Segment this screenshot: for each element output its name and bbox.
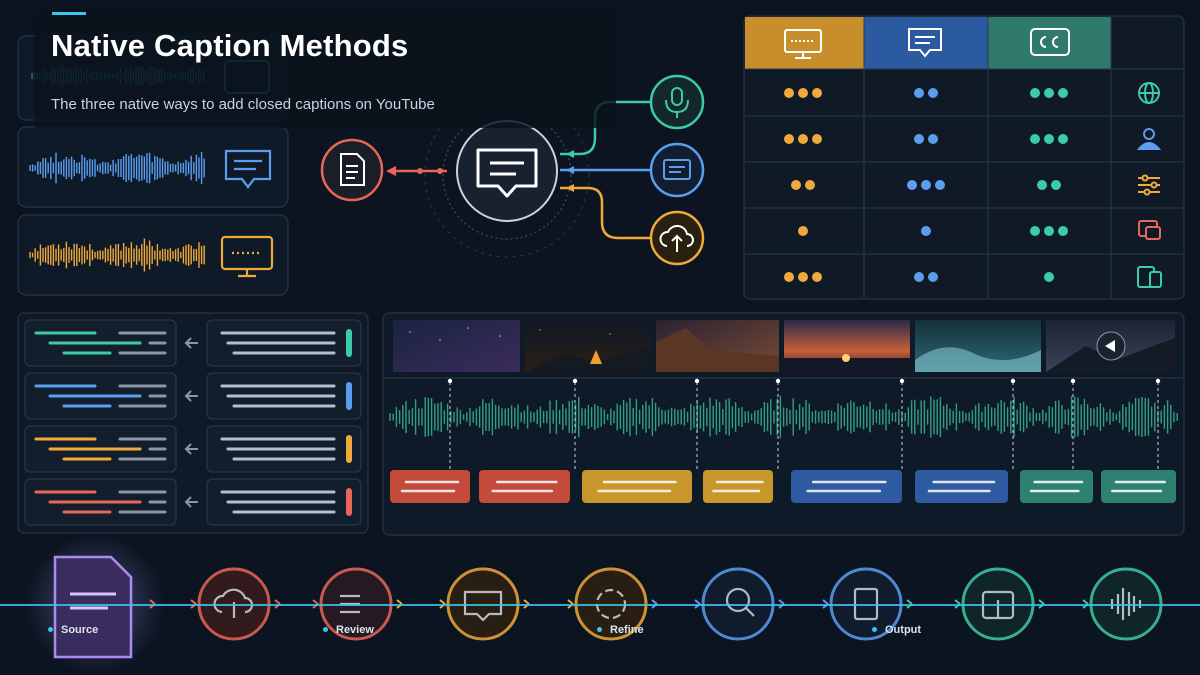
monitor-caption-icon — [784, 29, 822, 59]
title-card: Native Caption Methods The three native … — [34, 10, 616, 128]
waveform-panel-orange — [17, 214, 289, 296]
rating-dot — [784, 272, 794, 282]
chat-caption-icon — [224, 149, 272, 189]
rating-dot — [1044, 272, 1054, 282]
waveform-panel-blue — [17, 126, 289, 208]
rating-dot — [1037, 180, 1047, 190]
rating-dot — [791, 180, 801, 190]
rating-dot — [1044, 88, 1054, 98]
rating-dot — [1044, 226, 1054, 236]
cc-icon — [1030, 28, 1070, 56]
caption-segment — [703, 470, 773, 503]
rating-dot — [935, 180, 945, 190]
globe-icon — [1138, 82, 1160, 104]
rating-dot — [798, 226, 808, 236]
rating-dot — [914, 272, 924, 282]
rating-dot — [798, 272, 808, 282]
caption-segment — [1020, 470, 1093, 503]
rating-dot — [921, 226, 931, 236]
arrow-left-icon — [184, 443, 198, 455]
rating-dot — [1044, 134, 1054, 144]
stage-label-output: Output — [872, 624, 921, 636]
rating-dot — [907, 180, 917, 190]
rating-dot — [921, 180, 931, 190]
arrow-left-icon — [184, 390, 198, 402]
rating-dot — [1030, 134, 1040, 144]
stage-label-source: Source — [48, 624, 98, 636]
rating-dot — [1058, 134, 1068, 144]
rating-dot — [1058, 88, 1068, 98]
subtitle-box-icon — [663, 159, 691, 180]
rating-dot — [1051, 180, 1061, 190]
rating-dot — [784, 134, 794, 144]
arrow-left-icon — [184, 496, 198, 508]
document-icon — [340, 153, 365, 186]
video-timeline-panel — [382, 312, 1185, 536]
devices-icon — [1137, 266, 1162, 288]
caption-segment — [791, 470, 902, 503]
rating-dot — [798, 88, 808, 98]
microphone-icon — [665, 87, 689, 118]
video-thumbnails — [393, 320, 1175, 372]
rating-dot — [812, 134, 822, 144]
rating-dot — [805, 180, 815, 190]
rating-dot — [1030, 226, 1040, 236]
stage-label-review: Review — [323, 624, 374, 636]
rating-dot — [784, 88, 794, 98]
rating-dot — [812, 88, 822, 98]
stage-label-refine: Refine — [597, 624, 644, 636]
monitor-caption-icon — [220, 235, 274, 278]
processing-pipeline — [0, 534, 1200, 674]
rating-dot — [914, 134, 924, 144]
translate-icon — [1138, 220, 1161, 240]
chat-caption-icon — [908, 28, 942, 58]
rating-dot — [928, 272, 938, 282]
caption-segment — [915, 470, 1008, 503]
caption-segment — [582, 470, 692, 503]
page-subtitle: The three native ways to add closed capt… — [51, 96, 435, 113]
caption-alignment-panel — [17, 312, 369, 534]
hub-diagram — [320, 74, 705, 266]
rating-dot — [914, 88, 924, 98]
rating-dot — [928, 134, 938, 144]
rating-dot — [812, 272, 822, 282]
caption-segment — [1101, 470, 1176, 503]
page-title: Native Caption Methods — [51, 28, 409, 63]
user-icon — [1136, 128, 1162, 150]
cloud-upload-icon — [659, 224, 694, 252]
title-accent-bar — [52, 12, 86, 15]
search-icon — [725, 587, 755, 617]
caption-segment — [390, 470, 470, 503]
arrow-left-icon — [184, 337, 198, 349]
comparison-matrix — [743, 15, 1185, 300]
rating-dot — [1058, 226, 1068, 236]
caption-bubble-icon — [476, 148, 538, 198]
rating-dot — [798, 134, 808, 144]
chat-caption-icon — [463, 590, 503, 622]
rating-dot — [1030, 88, 1040, 98]
rating-dot — [928, 88, 938, 98]
sliders-icon — [1138, 174, 1160, 196]
caption-segment — [479, 470, 570, 503]
